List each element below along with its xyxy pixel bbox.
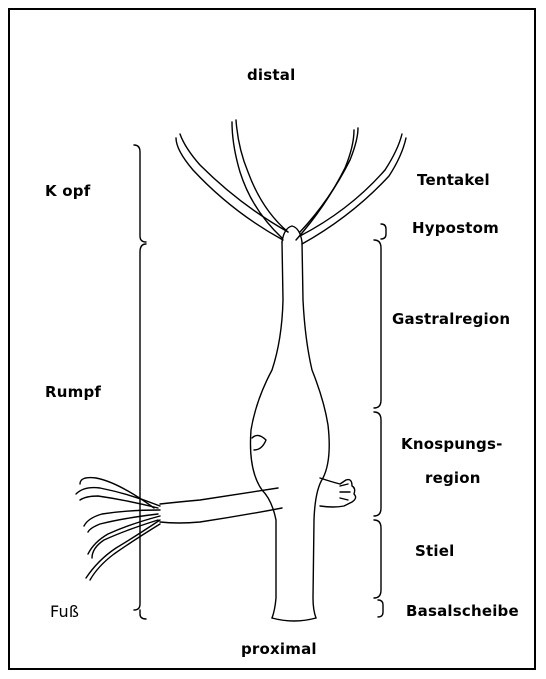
brace-rumpf [134,244,146,610]
brace-basalscheibe [378,600,383,617]
label-tentakel: Tentakel [417,171,490,189]
label-knospungs: Knospungs- [401,435,503,453]
brace-kopf [134,145,146,242]
bud-bump [252,435,266,450]
label-hypostom: Hypostom [412,219,499,237]
bud-tentacles [76,478,160,580]
brace-hypostom [381,224,386,239]
body-left-edge [250,242,283,618]
brace-stiel [374,520,381,598]
label-gastralregion: Gastralregion [392,310,510,328]
label-distal: distal [247,66,295,84]
small-bud [320,478,356,507]
basal-disc [272,618,316,621]
body-right-edge [302,242,329,618]
label-rumpf: Rumpf [45,383,101,401]
bud-upper-edge [160,488,278,504]
label-stiel: Stiel [415,542,454,560]
label-basalscheibe: Basalscheibe [406,602,519,620]
brace-fuss [140,610,146,619]
label-fuss: Fuß [50,603,79,621]
label-region: region [425,469,481,487]
brace-knospungsregion [374,412,381,516]
bud-lower-edge [160,508,282,523]
brace-gastralregion [374,240,381,408]
label-proximal: proximal [241,640,317,658]
tentacles [176,120,406,244]
label-kopf: K opf [45,182,90,200]
hypostome [282,226,302,242]
